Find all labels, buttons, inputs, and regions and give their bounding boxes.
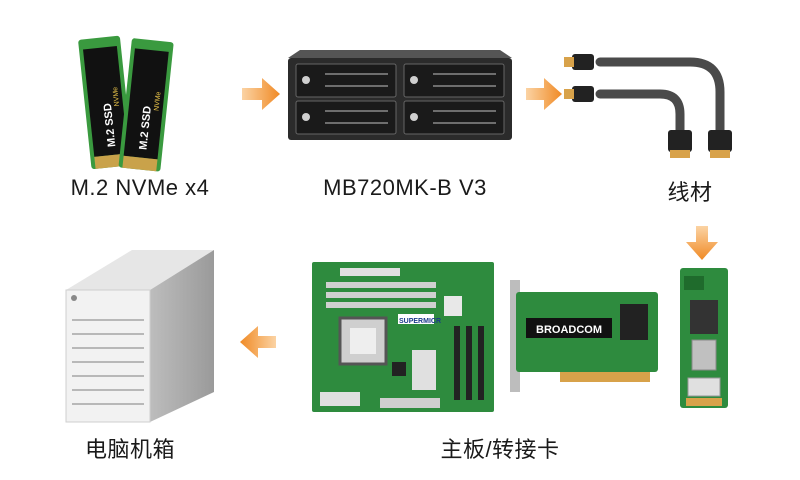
supermicro-label: SUPERMICR [399, 318, 441, 325]
caption-cable: 线材 [667, 180, 713, 205]
ssd-label-2: M.2 SSD [137, 105, 154, 150]
arrow-down-icon [686, 226, 718, 260]
broadcom-card-illustration: BROADCOM [510, 280, 658, 392]
m2-adapter-card-illustration [680, 268, 728, 408]
arrow-left-icon [240, 326, 276, 358]
cable-illustration [595, 57, 725, 143]
pc-case-illustration [65, 250, 214, 423]
caption-ssd: M.2 NVMe x4 [70, 175, 210, 200]
caption-pc-case: 电脑机箱 [84, 437, 175, 462]
ssd-label-1: M.2 SSD [102, 103, 119, 148]
caption-board: 主板/转接卡 [440, 437, 560, 462]
broadcom-label: BROADCOM [536, 324, 602, 336]
arrow-right-icon [242, 78, 280, 110]
cable-connectors [564, 54, 732, 158]
ssd-sub-label-2: NVMe [154, 91, 163, 111]
ssd-pair-illustration: M.2 SSD NVMe M.2 SSD NVMe [78, 35, 174, 172]
arrow-right-icon [526, 78, 562, 110]
caption-enclosure: MB720MK-B V3 [323, 175, 487, 200]
ssd-sub-label-1: NVMe [112, 86, 121, 106]
motherboard-illustration: SUPERMICR [312, 262, 494, 412]
enclosure-illustration [288, 50, 512, 140]
